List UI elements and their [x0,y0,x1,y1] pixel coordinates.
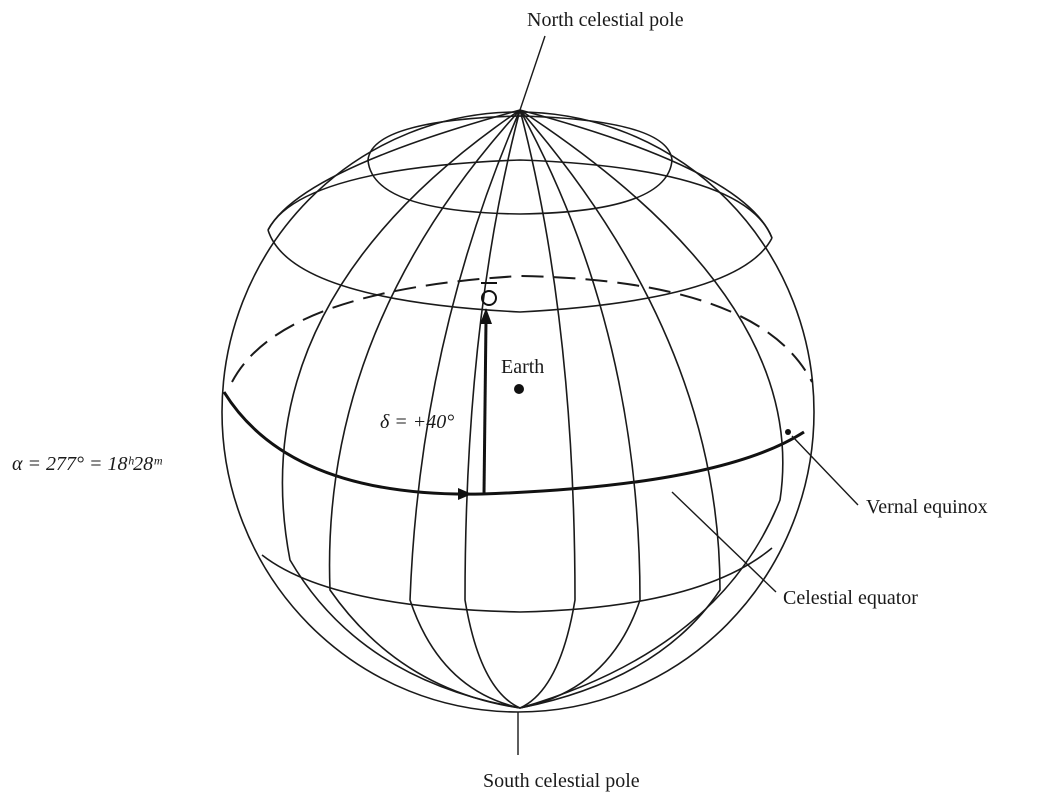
right-ascension-arrowhead [458,488,472,500]
equator-back-dashed [231,274,813,383]
latitude-circle-upper [267,229,773,313]
latitude-circle-upper-back [267,159,773,239]
celestial-equator-line [222,391,805,496]
vernal-equinox-pointer [791,435,859,506]
right-ascension-label: α = 277° = 18ʰ28ᵐ [12,453,162,475]
south-pole-label: South celestial pole [483,770,640,792]
vernal-equinox-point [785,429,791,435]
north-pole-label: North celestial pole [527,9,684,31]
latitude-circle-lower [261,547,773,613]
star-symbol-icon [481,282,497,306]
declination-label: δ = +40° [380,411,454,433]
sphere-outline [221,111,815,713]
celestial-equator-pointer [671,491,777,593]
declination-arrow [480,308,492,495]
earth-dot-icon [514,384,524,394]
north-pole-pointer [519,35,546,111]
vernal-equinox-label: Vernal equinox [866,496,988,518]
celestial-equator-label: Celestial equator [783,587,918,609]
meridian-lines [267,109,784,709]
earth-label: Earth [501,356,544,378]
